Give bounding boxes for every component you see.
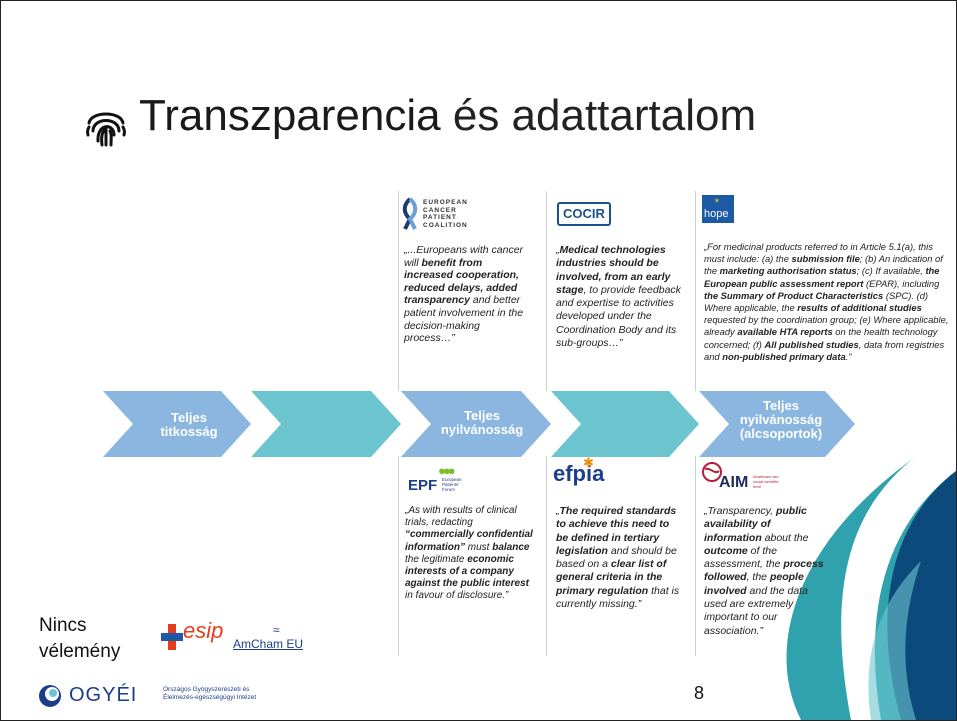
epf-wordmark: EPF [408,477,438,494]
ogyei-wordmark: OGYÉI [69,684,138,706]
hope-stars-icon: ✶ [714,198,720,205]
epf-logo: ●●● EPF European Patients' Forum [406,463,486,494]
efpia-logo: efpia ✱ [553,455,605,487]
amcham-logo: ≈ AmCham EU [233,623,307,653]
esip-wordmark: esip [183,618,224,643]
cocir-logo: COCIR [557,202,611,226]
amcham-wordmark: AmCham EU [233,637,304,651]
fingerprint-icon [86,112,126,147]
no-opinion-label: Nincs vélemény [39,615,121,662]
chevron-label-1: Teljes titkosság [160,410,218,439]
epf-people-icon: ●●● [438,463,455,478]
quote-ecpc: „...Europeans with cancer will benefit f… [404,244,524,345]
title-highlight: Transzparencia [139,91,441,140]
title-rest: és adattartalom [440,91,757,140]
aim-wordmark: AIM [719,474,749,491]
ecpc-wordmark: EUROPEAN CANCER PATIENT COALITION [423,199,468,229]
chevron-label-5: Teljes nyilvánosság (alcsoportok) [739,398,823,441]
column-divider [398,191,399,391]
column-divider [546,456,547,656]
chevron-2 [251,391,401,457]
ogyei-subtitle: Országos Gyógyszerészeti és Élelmezés-eg… [163,686,257,701]
column-divider [695,191,696,391]
amcham-swoosh-icon: ≈ [273,623,280,637]
page-title: Transzparencia és adattartalom [139,91,756,141]
ecpc-ribbon-icon [402,197,418,230]
aim-subtitle: healthcare are social benefits level [753,474,779,489]
chevron-5 [699,391,855,457]
aim-globe-icon [702,462,722,482]
column-divider [695,456,696,656]
chevron-4 [551,391,699,457]
chevron-3 [401,391,551,457]
quote-efpia: „The required standards to achieve this … [556,505,680,611]
quote-cocir: „Medical technologies industries should … [556,244,681,350]
esip-cross-icon [161,624,183,650]
hope-wordmark: hope [704,208,729,220]
epf-subtitle: European Patients' Forum [442,477,462,492]
column-divider [398,456,399,656]
efpia-wordmark: efpia [553,461,605,486]
chevron-label-3: Teljes nyilvánosság [440,408,524,437]
column-divider [546,191,547,391]
ecpc-logo: EUROPEAN CANCER PATIENT COALITION [401,197,491,233]
aim-logo: AIM healthcare are social benefits level [701,461,791,493]
quote-epf: „As with results of clinical trials, red… [405,505,533,602]
cocir-wordmark: COCIR [563,206,605,221]
page-number: 8 [694,683,705,703]
quote-hope: „For medicinal products referred to in A… [704,241,949,362]
ogyei-logo: OGYÉI Országos Gyógyszerészeti és Élelme… [37,681,297,711]
efpia-star-icon: ✱ [583,455,594,470]
quote-aim: „Transparency, public availability of in… [704,505,824,637]
hope-logo: ✶ hope [702,195,734,223]
chevron-1 [103,391,251,457]
ogyei-circle-icon [39,685,61,707]
timeline-chevrons [103,391,855,457]
